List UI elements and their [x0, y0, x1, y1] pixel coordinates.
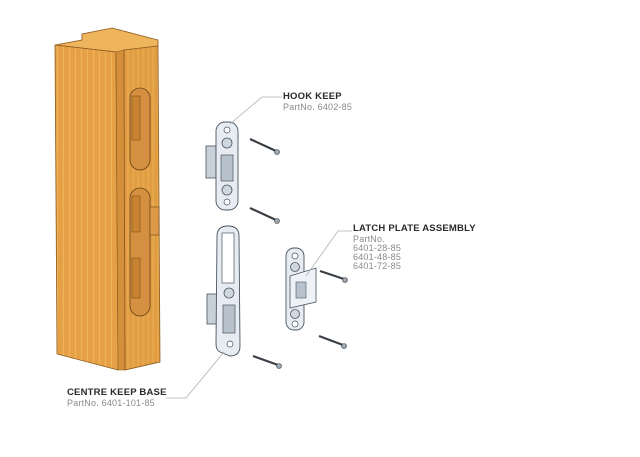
- label-centre-keep-base: CENTRE KEEP BASE PartNo. 6401-101-85: [67, 388, 167, 408]
- leader-line-hook-keep: [229, 96, 282, 125]
- latch-plate-part-number: 6401-72-85: [353, 260, 402, 271]
- latch-plate-part-number: 6401-28-85: [353, 242, 402, 253]
- label-hook-keep: HOOK KEEP PartNo. 6402-85: [283, 92, 352, 112]
- label-latch-plate-assembly: LATCH PLATE ASSEMBLY PartNo. 6401-28-85 …: [353, 224, 476, 271]
- centre-keep-base: [206, 225, 241, 357]
- leader-line-centre-keep: [166, 351, 225, 399]
- hook-keep: [205, 121, 239, 211]
- screw-icon: [319, 269, 348, 283]
- latch-plate-assembly: [285, 247, 317, 331]
- hook-keep-title: HOOK KEEP: [283, 91, 342, 102]
- leader-line-latch-plate: [305, 230, 352, 277]
- door-frame: [54, 27, 161, 371]
- latch-plate-title: LATCH PLATE ASSEMBLY: [353, 223, 476, 234]
- latch-plate-part-heading: PartNo.: [353, 233, 385, 244]
- centre-keep-part-number: PartNo. 6401-101-85: [67, 397, 155, 408]
- latch-plate-part-number: 6401-48-85: [353, 251, 402, 262]
- screw-icon: [318, 334, 347, 349]
- screw-icon: [252, 354, 282, 369]
- screw-icon: [249, 207, 280, 224]
- screw-icon: [249, 138, 280, 155]
- hook-keep-part-number: PartNo. 6402-85: [283, 101, 353, 112]
- centre-keep-title: CENTRE KEEP BASE: [67, 387, 167, 398]
